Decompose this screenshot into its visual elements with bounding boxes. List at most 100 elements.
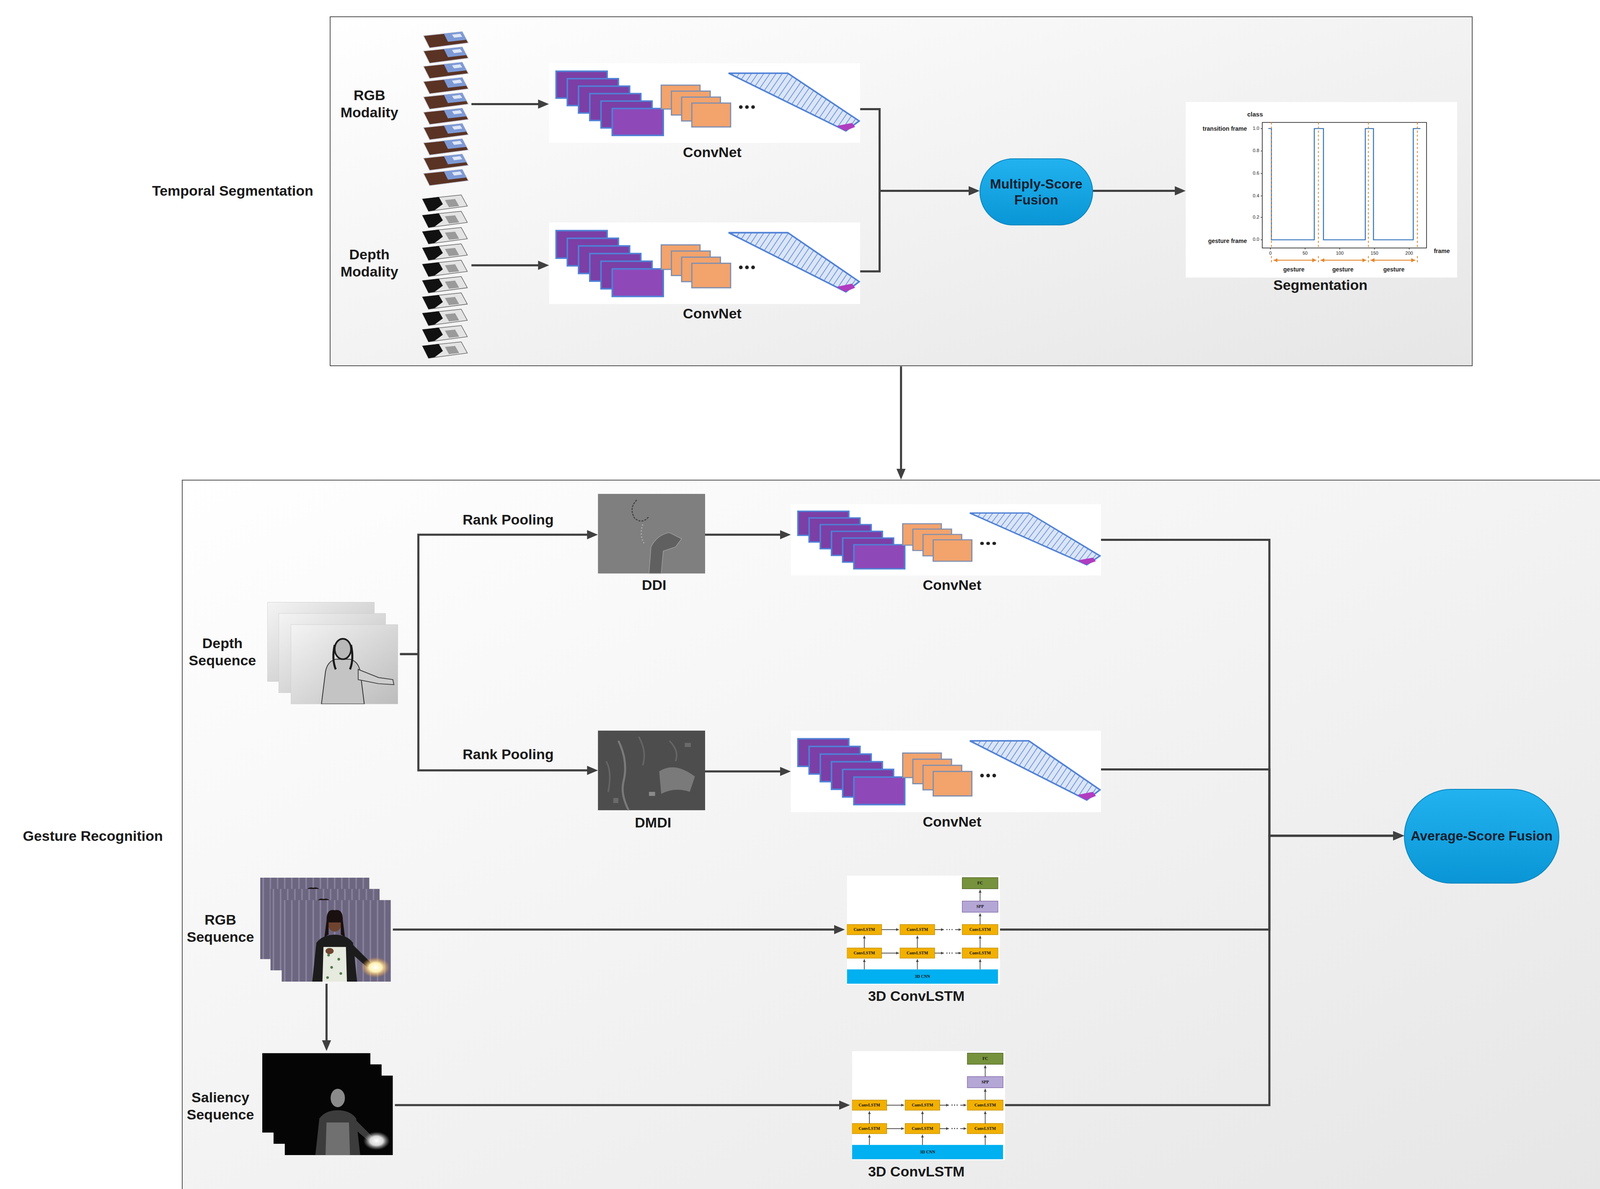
connector-arrow xyxy=(325,983,328,1044)
rgb-frame-stack xyxy=(423,108,469,125)
image-sequence: Saliency Sequence xyxy=(182,1051,396,1158)
segmentation-plot xyxy=(1370,259,1416,261)
ddi-image xyxy=(597,493,706,574)
layer-label: 3D CNN xyxy=(920,1149,936,1155)
segmentation-plot xyxy=(1270,248,1271,250)
segmentation-plot xyxy=(1260,195,1263,197)
dmdi-image xyxy=(659,767,695,794)
convnet-block: ConvNet xyxy=(548,63,861,164)
layer-label: ConvLSTM xyxy=(906,950,928,956)
edge-label: Rank Pooling xyxy=(462,510,554,528)
segmentation-plot xyxy=(1367,255,1369,264)
segmentation-plot xyxy=(1374,248,1375,250)
edge-label: Rank Pooling xyxy=(462,745,554,763)
node-label: ConvNet xyxy=(922,812,982,830)
dynamic-image: DDI xyxy=(597,493,706,596)
connector-arrow xyxy=(1000,835,1397,930)
depth-frame-stack xyxy=(422,194,468,359)
convlstm-block: 3D ConvLSTM xyxy=(850,1049,1006,1183)
rgb-frame-stack xyxy=(423,62,469,79)
node-label: ConvNet xyxy=(682,143,742,161)
dmdi-image xyxy=(597,730,706,811)
depth-frame-stack xyxy=(422,227,468,244)
convlstm-block: 3D ConvLSTM xyxy=(845,874,1001,1007)
axis-label: 1.0 xyxy=(1252,125,1259,132)
connector-arrow xyxy=(400,534,591,654)
rgb-frame-stack xyxy=(423,169,469,186)
image-sequence: Depth Sequence xyxy=(183,599,400,706)
dmdi-image xyxy=(613,798,619,804)
convnet-figure xyxy=(548,63,861,143)
node-label: RGB Modality xyxy=(332,87,406,122)
layer-label: FC xyxy=(977,880,983,886)
rgb-frame-stack xyxy=(423,93,469,110)
stage-panel: Temporal SegmentationRGB ModalityConvNet… xyxy=(329,16,1473,367)
fusion-pill: Average-Score Fusion xyxy=(1403,788,1559,885)
node-label: DMDI xyxy=(634,814,672,832)
connector-arrow xyxy=(392,928,838,931)
depth-sequence-frames xyxy=(290,624,399,705)
rgb-frame-stack xyxy=(423,31,469,49)
segmentation-plot xyxy=(1260,128,1409,250)
connector-arrow xyxy=(471,103,542,106)
segmentation-plot xyxy=(1320,259,1367,261)
axis-label: 0.8 xyxy=(1252,148,1259,154)
node-label: Depth Sequence xyxy=(185,635,259,670)
frame-stack: Depth Modality xyxy=(330,190,472,360)
depth-frame-stack xyxy=(422,211,468,228)
node-label: Segmentation xyxy=(1273,276,1368,294)
axis-label: gesture xyxy=(1332,266,1354,274)
node-label: 3D ConvLSTM xyxy=(868,1163,965,1181)
axis-label: gesture xyxy=(1283,266,1305,274)
panel-heading: Gesture Recognition xyxy=(22,827,163,845)
convnet-block: ConvNet xyxy=(790,730,1102,833)
layer-label: ConvLSTM xyxy=(853,950,875,956)
dmdi-image xyxy=(648,791,656,797)
depth-frame-stack xyxy=(422,194,468,212)
connector-arrow xyxy=(471,264,542,267)
segmentation-plot xyxy=(1268,128,1421,240)
layer-label: ConvLSTM xyxy=(969,927,991,933)
convnet-block: ConvNet xyxy=(548,222,861,325)
layer-label: SPP xyxy=(981,1079,990,1085)
segmentation-plot xyxy=(1273,259,1416,261)
node-label: ConvNet xyxy=(922,576,982,594)
node-label: Multiply-Score Fusion xyxy=(982,175,1091,208)
segmentation-plot xyxy=(1318,122,1319,249)
layer-label: ConvLSTM xyxy=(906,927,928,933)
convnet-block: ConvNet xyxy=(790,504,1102,596)
dynamic-image: DMDI xyxy=(597,730,706,834)
segmentation-plot xyxy=(1408,248,1410,250)
axis-label: 200 xyxy=(1405,250,1413,257)
layer-label: ConvLSTM xyxy=(974,1102,996,1108)
segmentation-plot xyxy=(1185,102,1458,278)
rgb-frame-stack xyxy=(423,123,469,140)
ddi-image xyxy=(597,493,706,574)
depth-frame-stack xyxy=(422,325,468,342)
segmentation-plot xyxy=(1271,122,1272,249)
segmentation-plot xyxy=(1260,239,1263,241)
depth-frame-stack xyxy=(422,260,468,277)
ddi-image xyxy=(641,524,646,546)
connector-arrow xyxy=(1005,835,1397,1106)
segmentation-plot xyxy=(1260,217,1263,218)
node-label: ConvNet xyxy=(682,304,742,322)
layer-label: ConvLSTM xyxy=(858,1126,881,1132)
convnet-figure xyxy=(790,504,1102,576)
panel-ground xyxy=(329,16,1473,367)
segmentation-plot xyxy=(1271,255,1272,264)
axis-label: 150 xyxy=(1370,250,1379,257)
depth-frame-stack xyxy=(422,309,468,326)
rgb-frame-stack xyxy=(423,31,469,187)
axis-label: class xyxy=(1247,110,1264,119)
rgb-frame-stack xyxy=(423,77,469,94)
panel-heading: Temporal Segmentation xyxy=(152,182,314,200)
convnet-figure xyxy=(548,222,861,305)
convlstm-figure xyxy=(852,1051,1006,1161)
axis-label: gesture frame xyxy=(1208,237,1248,245)
segmentation-plot xyxy=(1339,248,1340,250)
convnet-figure xyxy=(790,730,1102,813)
segmentation-plot xyxy=(1318,255,1319,264)
